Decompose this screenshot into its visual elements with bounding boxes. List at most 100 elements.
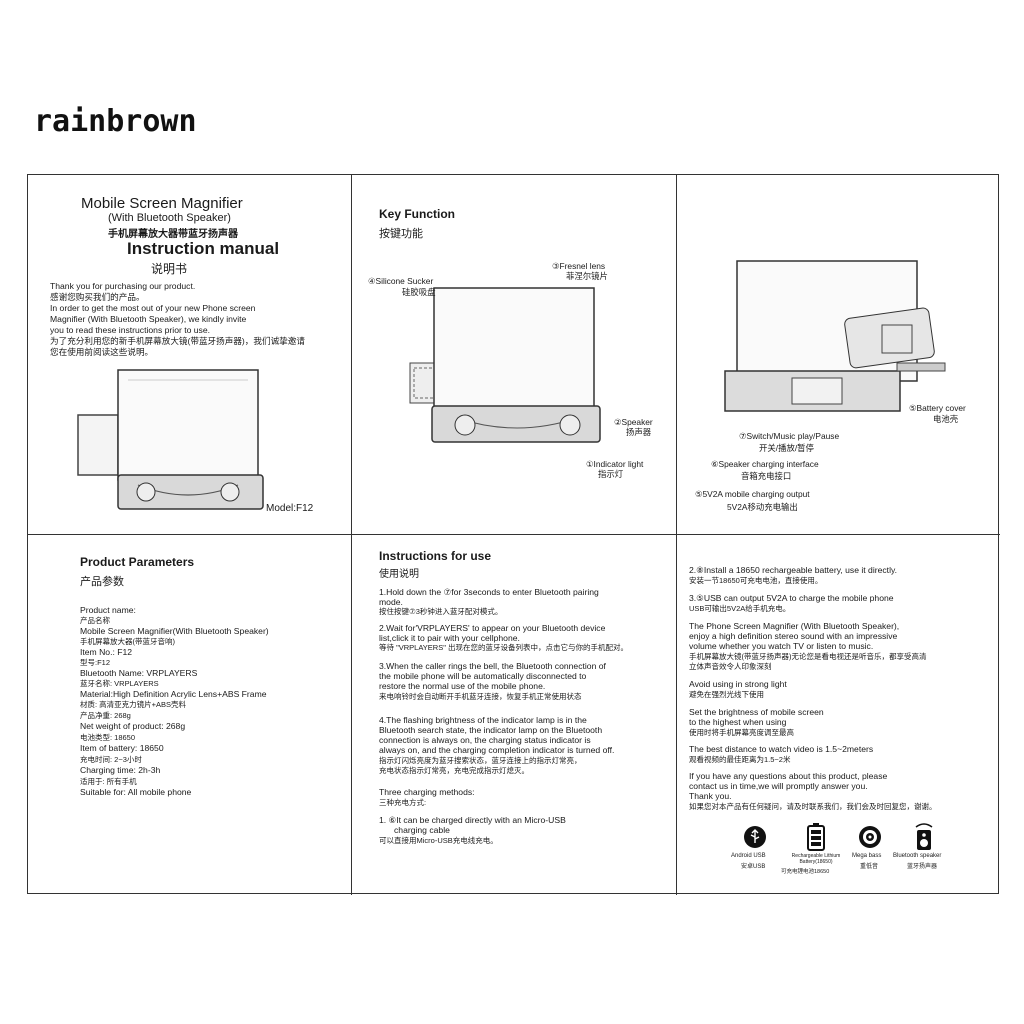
param-line-13: 电池类型: 18650 <box>80 733 136 742</box>
callout-battery-cn: 电池壳 <box>933 414 959 424</box>
param-line-18: Suitable for: All mobile phone <box>80 787 192 797</box>
usb-icon <box>744 826 766 848</box>
brand-logo: rainbrown <box>34 104 197 139</box>
brightness-line-1: Set the brightness of mobile screen <box>689 707 824 717</box>
param-line-8: 蓝牙名称: VRPLAYERS <box>80 679 159 688</box>
step4-line-4: always on, and the charging completion i… <box>379 745 615 755</box>
avoid-line-2: 避免在强烈光线下使用 <box>689 690 764 699</box>
desc-line-3: volume whether you watch TV or listen to… <box>689 641 874 651</box>
param-line-1: Product name: <box>80 605 136 615</box>
callout-fresnel: ③Fresnel lens <box>552 261 606 271</box>
distance-line-1: The best distance to watch video is 1.5~… <box>689 744 874 754</box>
manual-sheet: Mobile Screen Magnifier (With Bluetooth … <box>27 174 1000 895</box>
brightness-line-3: 使用时将手机屏幕亮度调至最高 <box>689 728 794 737</box>
step1-line-3: 按住按键⑦3秒钟进入蓝牙配对模式。 <box>379 607 503 616</box>
cover-subtitle: (With Bluetooth Speaker) <box>108 212 231 224</box>
param-line-15: 充电时间: 2~3小时 <box>80 755 142 764</box>
contact-line-2: contact us in time,we will promptly answ… <box>689 781 868 791</box>
callout-speaker-cn: 扬声器 <box>626 427 652 437</box>
callout-battery: ⑤Battery cover <box>909 403 966 413</box>
contact-line-1: If you have any questions about this pro… <box>689 771 888 781</box>
param-line-4: 手机屏幕放大器(带蓝牙音响) <box>80 637 175 646</box>
key-function-panel: Key Function 按键功能 ④Silicone Sucker 硅胶吸盘 … <box>352 175 677 535</box>
instructions-title-cn: 使用说明 <box>379 569 419 580</box>
callout-indicator-cn: 指示灯 <box>598 469 624 479</box>
contact-line-4: 如果您对本产品有任何疑问，请及时联系我们，我们会及时回复您，谢谢。 <box>689 802 937 811</box>
step3-line-3: restore the normal use of the mobile pho… <box>379 681 546 691</box>
step4-line-1: 4.The flashing brightness of the indicat… <box>379 715 587 725</box>
charging-methods-title: Three charging methods: <box>379 787 475 797</box>
params-title: Product Parameters <box>80 555 195 569</box>
method3-line-2: USB可输出5V2A给手机充电。 <box>689 604 791 613</box>
param-line-16: Charging time: 2h-3h <box>80 765 161 775</box>
step3-line-1: 3.When the caller rings the bell, the Bl… <box>379 661 606 671</box>
manual-heading-cn: 说明书 <box>151 262 188 276</box>
mega-bass-icon-label: Mega bass <box>852 853 882 859</box>
method1-line-2: charging cable <box>394 825 450 835</box>
battery-icon <box>807 823 825 851</box>
step4-line-6: 充电状态指示灯常亮，充电完成指示灯熄灭。 <box>379 766 529 775</box>
step4-line-2: Bluetooth search state, the indicator la… <box>379 725 603 735</box>
callout-sucker: ④Silicone Sucker <box>368 276 434 286</box>
callout-switch-cn: 开关/播放/暂停 <box>759 443 814 453</box>
model-label: Model:F12 <box>266 503 314 514</box>
step4-line-3: connection is always on, the charging st… <box>379 735 591 745</box>
callout-switch: ⑦Switch/Music play/Pause <box>739 431 840 441</box>
method1-line-1: 1. ⑥It can be charged directly with an M… <box>379 815 566 825</box>
bluetooth-speaker-icon <box>915 823 933 850</box>
callout-indicator: ①Indicator light <box>586 459 644 469</box>
desc-line-5: 立体声音效令人印象深刻 <box>689 662 772 671</box>
cover-panel: Mobile Screen Magnifier (With Bluetooth … <box>28 175 352 535</box>
intro-line-3: In order to get the most out of your new… <box>50 303 256 313</box>
step2-line-3: 等待 "VRPLAYERS" 出现在您的蓝牙设备列表中，点击它与你的手机配对。 <box>379 643 628 652</box>
method2-line-1: 2.⑧Install a 18650 rechargeable battery,… <box>689 565 898 575</box>
intro-line-7: 您在使用前阅读这些说明。 <box>50 347 154 357</box>
intro-line-4: Magnifier (With Bluetooth Speaker), we k… <box>50 314 247 324</box>
key-function-title-cn: 按键功能 <box>379 228 423 240</box>
intro-line-1: Thank you for purchasing our product. <box>50 281 196 291</box>
back-view-panel: ⑤Battery cover 电池壳 ⑦Switch/Music play/Pa… <box>677 175 1000 535</box>
param-line-14: Item of battery: 18650 <box>80 743 164 753</box>
avoid-line-1: Avoid using in strong light <box>689 679 787 689</box>
manual-heading: Instruction manual <box>127 239 280 258</box>
callout-charging-cn: 音箱充电接口 <box>741 471 792 481</box>
instructions-title: Instructions for use <box>379 549 492 563</box>
desc-line-1: The Phone Screen Magnifier (With Bluetoo… <box>689 621 900 631</box>
contact-line-3: Thank you. <box>689 791 732 801</box>
product-parameters-panel: Product Parameters 产品参数 Product name: 产品… <box>28 535 352 895</box>
battery-icon-label: Rechargeable Lithium Battery(18650) <box>791 853 841 865</box>
step2-line-2: list,click it to pair with your cellphon… <box>379 633 520 643</box>
callout-charging: ⑥Speaker charging interface <box>711 459 819 469</box>
param-line-6: 型号:F12 <box>80 658 111 667</box>
distance-line-2: 观看视频的最佳距离为1.5~2米 <box>689 755 791 764</box>
battery-icon-label-cn: 可充电锂电池18650 <box>781 869 830 875</box>
key-function-title: Key Function <box>379 207 456 221</box>
step3-line-4: 来电响铃时会自动断开手机蓝牙连接，恢复手机正常使用状态 <box>379 692 582 701</box>
param-line-5: Item No.: F12 <box>80 647 133 657</box>
step4-line-5: 指示灯闪烁亮度为蓝牙搜索状态，蓝牙连接上的指示灯常亮， <box>379 756 582 765</box>
param-line-3: Mobile Screen Magnifier(With Bluetooth S… <box>80 626 269 636</box>
charging-methods-title-cn: 三种充电方式: <box>379 798 427 807</box>
intro-line-6: 为了充分利用您的新手机屏幕放大镜(带蓝牙扬声器)，我们诚挚邀请 <box>50 336 305 346</box>
cover-subtitle-cn: 手机屏幕放大器带蓝牙扬声器 <box>108 229 238 240</box>
desc-line-4: 手机屏幕放大镜(带蓝牙扬声器)无论您是看电视还是听音乐，都享受高清 <box>689 652 927 661</box>
param-line-7: Bluetooth Name: VRPLAYERS <box>80 668 198 678</box>
step3-line-2: the mobile phone will be automatically d… <box>379 671 587 681</box>
params-title-cn: 产品参数 <box>80 576 124 588</box>
param-line-12: Net weight of product: 268g <box>80 721 186 731</box>
mega-bass-icon <box>859 826 881 848</box>
step1-line-2: mode. <box>379 597 403 607</box>
param-line-10: 材质: 高清亚克力镜片+ABS壳料 <box>80 700 187 709</box>
desc-line-2: enjoy a high definition stereo sound wit… <box>689 631 898 641</box>
callout-fresnel-cn: 菲涅尔镜片 <box>566 271 608 281</box>
brightness-line-2: to the highest when using <box>689 717 787 727</box>
param-line-17: 适用于: 所有手机 <box>80 777 137 786</box>
usb-icon-label-cn: 安卓USB <box>741 864 766 870</box>
bluetooth-speaker-icon-label: Bluetooth speaker <box>893 853 942 859</box>
intro-line-5: you to read these instructions prior to … <box>50 325 211 335</box>
callout-speaker: ②Speaker <box>614 417 653 427</box>
bluetooth-speaker-icon-label-cn: 蓝牙扬声器 <box>907 864 938 870</box>
callout-sucker-cn: 硅胶吸盘 <box>402 287 436 297</box>
back-view-diagram <box>724 260 946 412</box>
mega-bass-icon-label-cn: 重低音 <box>860 864 879 870</box>
